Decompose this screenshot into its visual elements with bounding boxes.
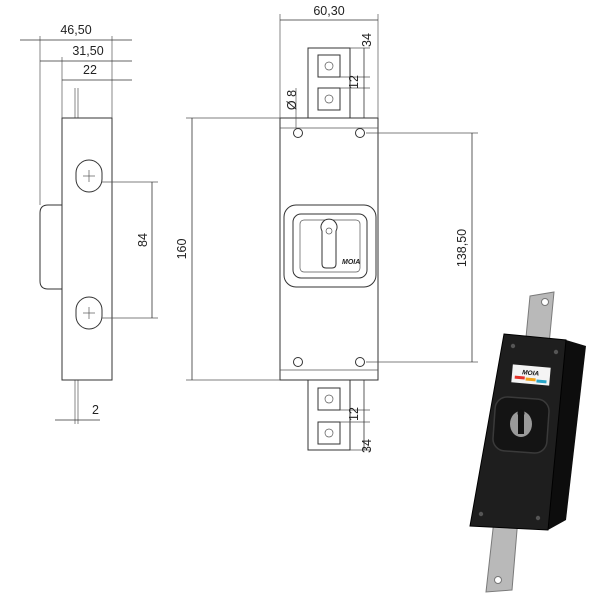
photo-bolt-bottom	[485, 517, 519, 593]
dim-60-30: 60,30	[313, 4, 344, 18]
front-hole-bl	[293, 357, 303, 367]
drawing-brand-logo: MOIA	[342, 259, 360, 266]
side-plate	[61, 117, 113, 381]
cylinder-keyhole	[320, 218, 338, 269]
side-view: 46,50 31,50 22 84 2	[20, 23, 158, 424]
dim-22: 22	[83, 63, 97, 77]
side-cover-profile	[39, 204, 63, 290]
front-hole-tl	[293, 128, 303, 138]
dim-12-bottom: 12	[347, 407, 361, 421]
dim-84: 84	[136, 233, 150, 247]
dim-34-top: 34	[360, 33, 374, 47]
dim-2: 2	[92, 403, 99, 417]
front-hole-br	[355, 357, 365, 367]
dim-31-50: 31,50	[72, 44, 103, 58]
dim-12-top: 12	[347, 75, 361, 89]
photo-keyhole	[517, 409, 525, 434]
dim-138-50: 138,50	[455, 229, 469, 267]
dim-46-50: 46,50	[60, 23, 91, 37]
photo-brand-logo: MOIA	[522, 369, 540, 377]
front-view: MOIA 60,30 34 12 Ø 8 160 138,50 12 34	[175, 4, 478, 453]
dim-34-bottom: 34	[360, 439, 374, 453]
dim-160: 160	[175, 239, 189, 260]
dim-diameter-8: Ø 8	[285, 90, 299, 110]
front-hole-tr	[355, 128, 365, 138]
product-photo: MOIA	[469, 291, 586, 593]
